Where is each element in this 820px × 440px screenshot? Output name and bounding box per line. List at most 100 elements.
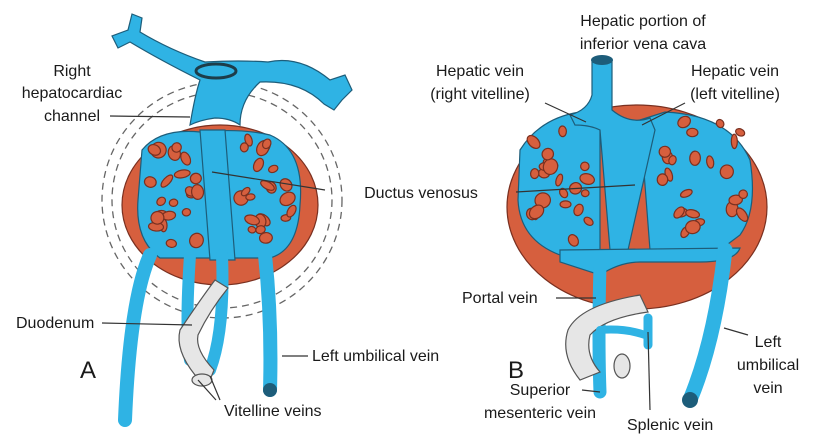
panel-a [101, 13, 353, 427]
label-right-hepatocardiac-3: channel [44, 108, 100, 125]
label-portal-vein: Portal vein [462, 290, 538, 307]
sinusoid-hole [279, 191, 296, 207]
sinusoid-hole [730, 133, 738, 150]
sinusoid-hole [181, 207, 192, 217]
sinusoid-hole [656, 173, 669, 186]
sinusoid-hole [150, 210, 165, 225]
label-hepatic-vein-right-2: (right vitelline) [430, 86, 530, 103]
sinusoid-hole [679, 188, 693, 198]
sinusoid-hole [156, 196, 167, 207]
sinusoid-hole [555, 173, 564, 187]
sinusoid-holes-a [143, 133, 297, 249]
label-duodenum: Duodenum [16, 315, 94, 332]
label-splenic-vein: Splenic vein [627, 417, 713, 434]
sinusoid-hole [279, 178, 293, 192]
sinusoid-hole [738, 189, 749, 200]
sinusoid-holes-b [525, 115, 749, 247]
sinusoid-hole [240, 186, 251, 197]
sinusoid-hole [542, 158, 559, 176]
splenic-junction-b [596, 325, 649, 339]
sinusoid-hole [534, 192, 552, 209]
sinusoid-hole [735, 128, 746, 137]
label-left-umbilical-b-1: Left [755, 334, 782, 351]
sinusoid-hole [245, 193, 256, 201]
sinusoid-hole [579, 173, 595, 185]
sinusoid-hole [244, 214, 261, 226]
ivc-opening-a [194, 62, 238, 80]
sinusoid-hole [541, 147, 555, 161]
left-umbilical-vein-a [258, 248, 278, 397]
sinusoid-hole [239, 142, 249, 153]
ductus-venosus-b [569, 59, 656, 251]
duodenum-end-b [613, 353, 631, 379]
duodenum-a [178, 279, 229, 381]
sinusoid-hole [173, 169, 191, 179]
sinusoid-hole [268, 164, 279, 174]
label-ivc-1: Hepatic portion of [580, 13, 706, 30]
sinusoid-hole [567, 234, 580, 247]
sinusoid-hole [255, 225, 266, 235]
sinusoid-hole [686, 127, 699, 138]
sinusoid-hole [689, 150, 701, 166]
left-umbilical-vein-b [682, 242, 733, 408]
sinusoid-hole [261, 138, 272, 150]
label-ivc-2: inferior vena cava [580, 36, 706, 53]
sinusoid-hole [189, 232, 204, 249]
sinusoid-hole [719, 164, 734, 180]
sinusoid-hole [685, 209, 701, 219]
panel-letter-b: B [508, 357, 524, 384]
sinusoid-hole [143, 176, 157, 188]
sinusoid-hole [715, 118, 725, 129]
label-right-hepatocardiac-1: Right [53, 63, 91, 80]
label-hepatic-vein-left-1: Hepatic vein [691, 63, 779, 80]
sinusoid-hole [165, 238, 177, 249]
label-vitelline-veins: Vitelline veins [224, 403, 322, 420]
label-left-umbilical-b-3: vein [753, 380, 782, 397]
sinusoid-hole [668, 155, 677, 166]
sinusoid-hole [260, 180, 275, 191]
left-umbilical-vein-end-a [263, 383, 277, 397]
sinusoid-hole [252, 157, 265, 173]
sinusoid-hole [529, 168, 540, 180]
label-right-hepatocardiac-2: hepatocardiac [22, 85, 123, 102]
right-umbilical-vein-a [118, 248, 157, 427]
sinusoid-hole [673, 206, 685, 219]
portal-vein-b [592, 258, 607, 399]
sinusoid-hole [580, 189, 590, 198]
sinusoid-network-b-left [639, 111, 754, 251]
sinusoid-hole [706, 155, 715, 169]
ivc-opening-b [591, 55, 613, 65]
left-umbilical-vein-end-b [682, 392, 698, 408]
sinusoid-hole [286, 204, 297, 218]
panel-b [506, 55, 768, 408]
duodenum-b [565, 294, 649, 381]
sinusoid-hole [526, 134, 541, 150]
leader-lines [101, 102, 749, 411]
sinusoid-hole [658, 145, 672, 158]
sinusoid-hole [190, 184, 205, 200]
sinusoid-hole [728, 194, 743, 206]
label-left-umbilical-vein-a: Left umbilical vein [312, 348, 439, 365]
sinusoid-hole [558, 125, 567, 138]
sinusoid-hole [559, 200, 572, 209]
sinusoid-hole [147, 143, 162, 156]
sinusoid-hole [168, 198, 179, 207]
label-ductus-venosus: Ductus venosus [364, 185, 478, 202]
label-left-umbilical-b-2: umbilical [737, 357, 799, 374]
sinusoid-hole [684, 219, 701, 235]
sinusoid-hole [573, 203, 584, 217]
panel-letter-a: A [80, 357, 96, 384]
ductus-venosus-a [199, 129, 236, 261]
sinusoid-hole [735, 207, 749, 222]
sinusoid-hole [171, 142, 182, 153]
sinusoid-hole [189, 172, 202, 185]
sinusoid-hole [258, 231, 273, 244]
label-superior-mesenteric-1: Superior [510, 382, 571, 399]
sinusoid-hole [677, 115, 691, 129]
vitelline-vein-left-a [204, 249, 229, 376]
sinusoid-hole [180, 151, 192, 166]
labels: Right hepatocardiac channel Ductus venos… [16, 13, 799, 434]
sinusoid-hole [528, 204, 545, 220]
